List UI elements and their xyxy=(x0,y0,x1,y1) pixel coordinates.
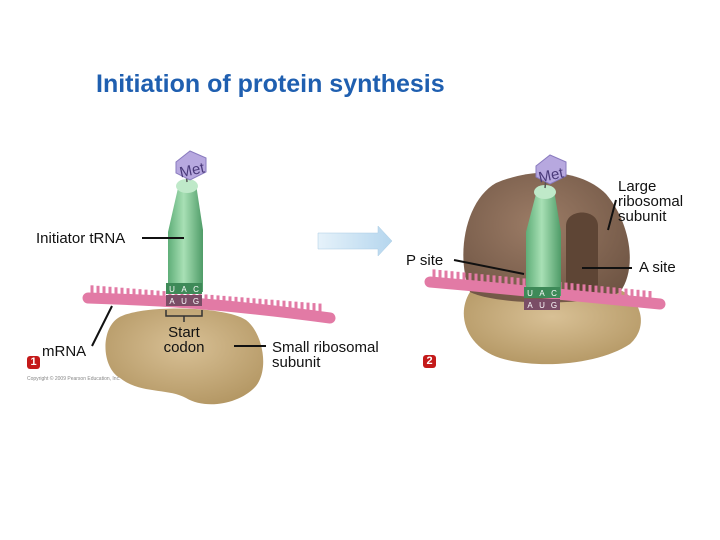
codon-base: U xyxy=(181,297,187,306)
leader-lines xyxy=(91,199,632,347)
leader-large-subunit xyxy=(607,199,617,231)
anticodon-base: U xyxy=(527,289,533,298)
p-site-label: P site xyxy=(406,252,444,269)
met-amino-acid-1: Met xyxy=(175,150,207,181)
anticodon-base: C xyxy=(193,285,199,294)
anticodon-base: C xyxy=(551,289,557,298)
met-amino-acid-2: Met xyxy=(535,154,567,186)
codon-aug-2: A U G xyxy=(524,299,560,310)
small-ribosomal-subunit-2 xyxy=(463,285,641,365)
large-subunit-label: Large ribosomal subunit xyxy=(618,178,684,225)
initiator-trna-1: U A C xyxy=(166,171,203,294)
transition-arrow xyxy=(317,225,393,257)
mrna-label: mRNA xyxy=(42,343,87,360)
codon-aug-1: A U G xyxy=(166,295,202,306)
codon-base: G xyxy=(551,301,557,310)
met-label: Met xyxy=(537,164,566,186)
small-ribosomal-subunit-1 xyxy=(105,308,264,405)
initiator-trna-label: Initiator tRNA xyxy=(36,230,126,247)
step-badge-2: 2 xyxy=(423,355,436,368)
codon-base: A xyxy=(527,301,533,310)
codon-base: A xyxy=(169,297,175,306)
initiator-trna-2: U A C xyxy=(524,177,561,298)
anticodon-base: A xyxy=(539,289,545,298)
codon-base: G xyxy=(193,297,199,306)
codon-base: U xyxy=(539,301,545,310)
met-label: Met xyxy=(178,159,207,181)
small-subunit-label: Small ribosomal subunit xyxy=(272,339,379,371)
step-badge-1: 1 xyxy=(27,356,40,369)
start-codon-bracket xyxy=(165,310,203,322)
a-site-label: A site xyxy=(639,259,676,276)
anticodon-base: U xyxy=(169,285,175,294)
leader-mrna xyxy=(91,305,113,347)
leader-p-site xyxy=(453,259,525,275)
anticodon-base: A xyxy=(181,285,187,294)
page-title: Initiation of protein synthesis xyxy=(96,70,445,98)
start-codon-label: Start codon xyxy=(163,324,205,356)
copyright-text: Copyright © 2009 Pearson Education, Inc. xyxy=(27,376,121,382)
